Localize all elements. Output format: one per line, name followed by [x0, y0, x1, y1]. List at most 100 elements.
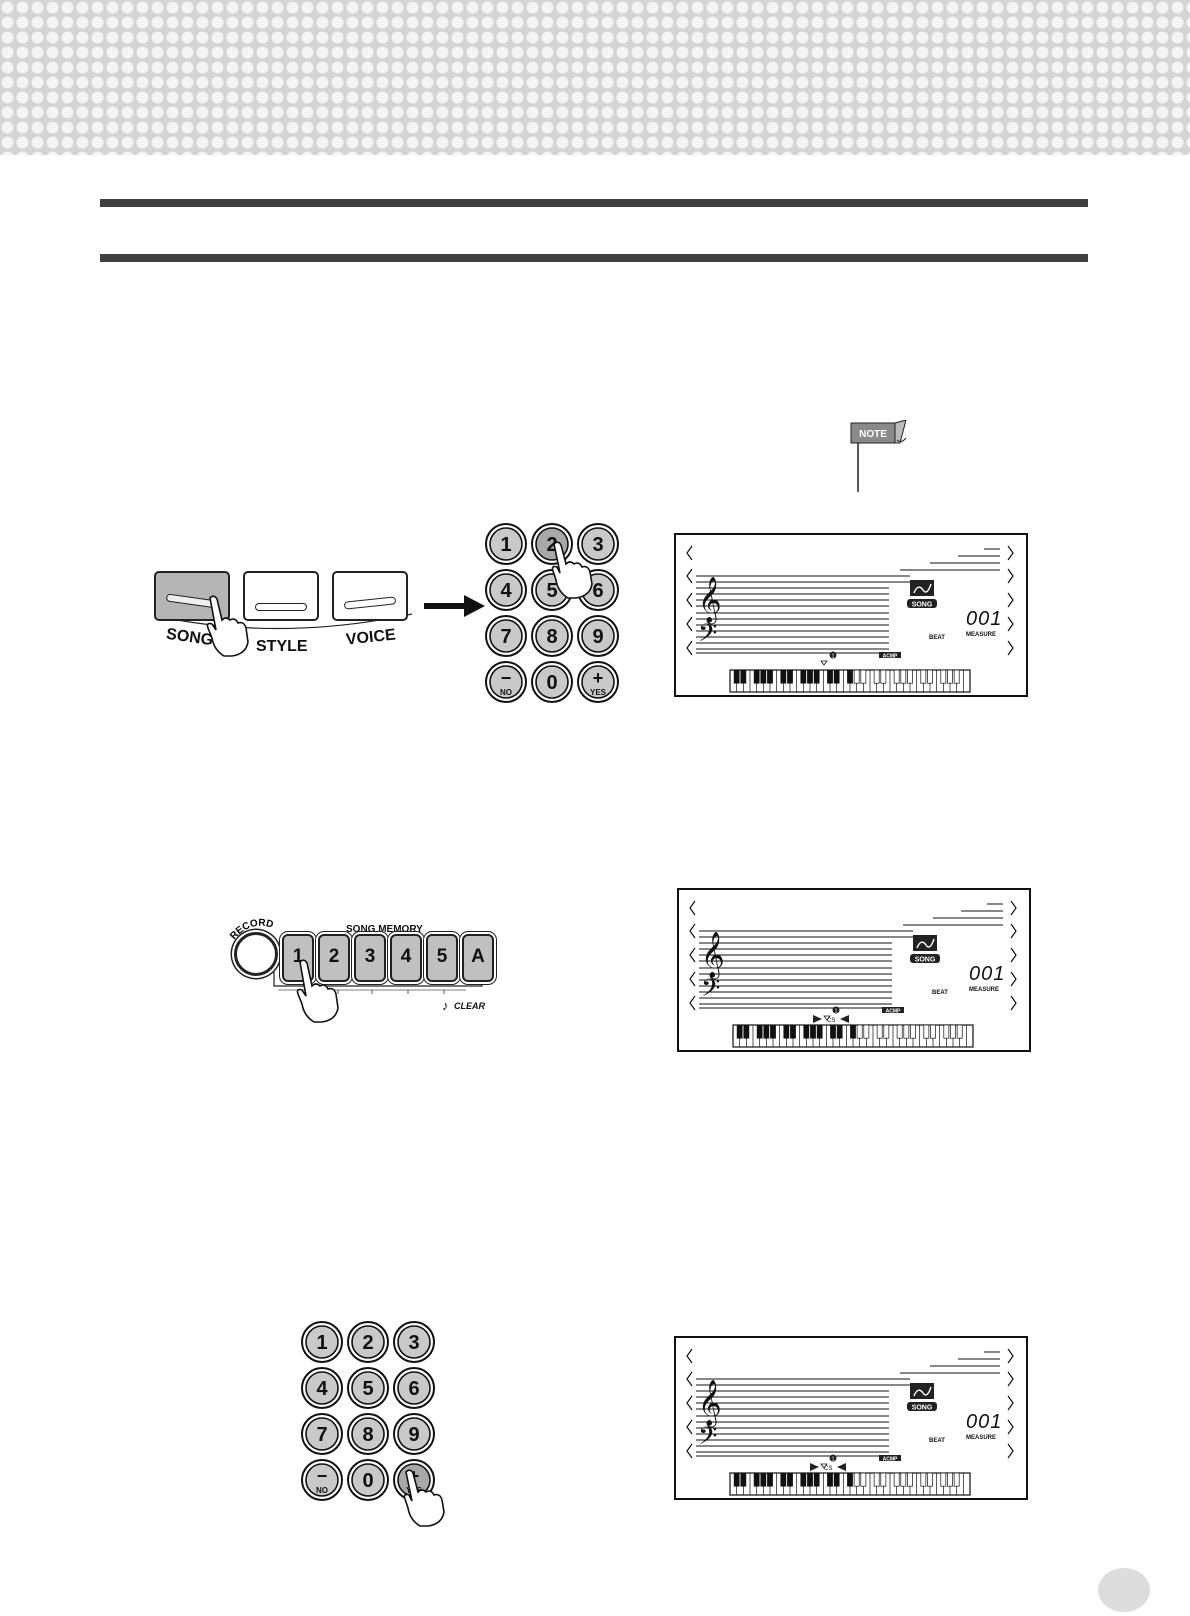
record-button[interactable]: [234, 932, 278, 976]
keypad-key-5[interactable]: 6: [393, 1367, 435, 1409]
song-memory-title: SONG MEMORY: [346, 924, 423, 935]
bass-clef-icon: 𝄢: [698, 620, 717, 653]
note-label: NOTE: [859, 429, 887, 440]
svg-text:0: 0: [546, 672, 557, 694]
eighth-note-icon: ♪: [442, 998, 449, 1013]
svg-text:1: 1: [835, 1009, 838, 1015]
clear-label: CLEAR: [454, 1001, 485, 1011]
svg-text:8: 8: [546, 626, 557, 648]
keypad-key-7[interactable]: 8: [531, 615, 573, 657]
keypad-key-2[interactable]: 3: [577, 523, 619, 565]
pointing-hand-icon: [402, 1468, 446, 1533]
title-rule-bottom: [100, 254, 1088, 262]
song-memory-button-3[interactable]: 4: [390, 934, 422, 982]
svg-text:5: 5: [546, 580, 557, 602]
svg-text:MEASURE: MEASURE: [966, 632, 996, 638]
song-memory-button-label: A: [471, 946, 485, 967]
measure-readout: 001: [966, 608, 1002, 630]
keypad-key-10[interactable]: 0: [531, 661, 573, 703]
split-marker-icon: [810, 1463, 819, 1471]
svg-text:4: 4: [500, 580, 512, 602]
bass-clef-icon: 𝄢: [701, 975, 720, 1008]
svg-text:−: −: [317, 1466, 328, 1486]
song-memory-button-5[interactable]: A: [462, 934, 494, 982]
svg-text:1: 1: [316, 1332, 327, 1354]
treble-clef-icon: 𝄞: [698, 577, 722, 625]
keypad-key-0[interactable]: 1: [485, 523, 527, 565]
svg-text:5: 5: [362, 1378, 373, 1400]
title-rule-top: [100, 199, 1088, 207]
keypad-key-11[interactable]: +YES: [577, 661, 619, 703]
svg-text:1: 1: [832, 1457, 835, 1463]
mode-button-panel: SONG STYLE VOICE: [150, 566, 420, 660]
song-memory-button-label: 4: [400, 946, 412, 967]
right-arrow-icon: [424, 594, 486, 623]
keypad-key-7[interactable]: 8: [347, 1413, 389, 1455]
svg-text:4: 4: [316, 1378, 328, 1400]
svg-text:MEASURE: MEASURE: [969, 987, 999, 993]
keypad-key-6[interactable]: 7: [485, 615, 527, 657]
svg-text:7: 7: [500, 626, 511, 648]
split-marker-icon: [813, 1015, 822, 1023]
measure-readout: 001: [969, 963, 1005, 985]
song-memory-button-2[interactable]: 3: [354, 934, 386, 982]
svg-text:SONG: SONG: [912, 1405, 933, 1412]
page-number-circle: [1098, 1568, 1150, 1612]
song-memory-button-1[interactable]: 2: [318, 934, 350, 982]
keypad-key-4[interactable]: 5: [347, 1367, 389, 1409]
svg-text:MEASURE: MEASURE: [966, 1435, 996, 1441]
keypad-key-6[interactable]: 7: [301, 1413, 343, 1455]
voice-button[interactable]: [332, 571, 408, 621]
keypad-key-9[interactable]: −NO: [301, 1459, 343, 1501]
keypad-key-0[interactable]: 1: [301, 1321, 343, 1363]
keypad-key-8[interactable]: 9: [393, 1413, 435, 1455]
bass-clef-icon: 𝄢: [698, 1423, 717, 1456]
keypad-key-3[interactable]: 4: [485, 569, 527, 611]
svg-text:BEAT: BEAT: [929, 1438, 945, 1444]
svg-text:CS: CS: [824, 1466, 832, 1472]
song-memory-button-4[interactable]: 5: [426, 934, 458, 982]
svg-text:1: 1: [500, 534, 511, 556]
svg-text:9: 9: [408, 1424, 419, 1446]
svg-text:9: 9: [592, 626, 603, 648]
song-memory-button-label: 1: [292, 946, 304, 967]
header-dot-pattern: [0, 0, 1190, 155]
style-label: STYLE: [256, 638, 308, 655]
svg-text:YES: YES: [590, 688, 607, 697]
keypad-key-1[interactable]: 2: [347, 1321, 389, 1363]
keypad-key-10[interactable]: 0: [347, 1459, 389, 1501]
svg-text:−: −: [501, 668, 512, 688]
measure-readout: 001: [966, 1411, 1002, 1433]
svg-text:ACMP: ACMP: [883, 653, 898, 659]
svg-text:6: 6: [592, 580, 603, 602]
treble-clef-icon: 𝄞: [698, 1380, 722, 1428]
svg-text:NO: NO: [316, 1486, 328, 1495]
keypad-key-2[interactable]: 3: [393, 1321, 435, 1363]
song-memory-button-label: 2: [328, 946, 340, 967]
svg-text:NO: NO: [500, 688, 512, 697]
treble-clef-icon: 𝄞: [701, 932, 725, 980]
svg-text:+: +: [593, 668, 604, 688]
svg-text:BEAT: BEAT: [932, 990, 948, 996]
style-button[interactable]: [243, 571, 319, 621]
svg-text:3: 3: [592, 534, 603, 556]
keypad-key-8[interactable]: 9: [577, 615, 619, 657]
svg-text:CS: CS: [827, 1018, 835, 1024]
svg-text:ACMP: ACMP: [886, 1008, 901, 1014]
svg-text:3: 3: [408, 1332, 419, 1354]
svg-text:2: 2: [362, 1332, 373, 1354]
pointing-hand-icon: [202, 594, 252, 663]
song-memory-button-0[interactable]: 1: [282, 934, 314, 982]
svg-text:ACMP: ACMP: [883, 1456, 898, 1462]
keypad-key-3[interactable]: 4: [301, 1367, 343, 1409]
svg-text:1: 1: [832, 654, 835, 660]
keypad-key-9[interactable]: −NO: [485, 661, 527, 703]
